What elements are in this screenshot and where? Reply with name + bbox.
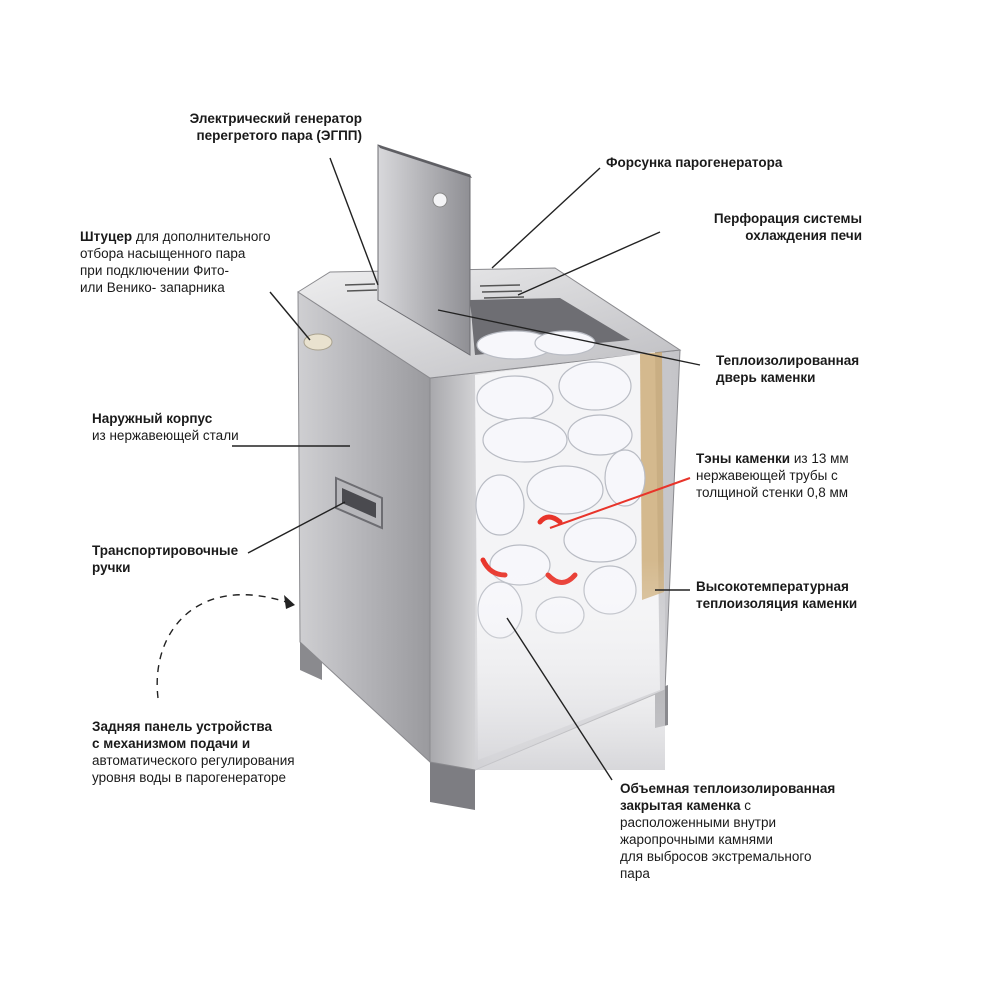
label-back-panel: Задняя панель устройства с механизмом по…	[92, 718, 295, 786]
label-body: Наружный корпус из нержавеющей стали	[92, 410, 239, 444]
label-body-line2: из нержавеющей стали	[92, 428, 239, 443]
label-stones-line1: Объемная теплоизолированная	[620, 781, 836, 796]
label-heaters-line3: толщиной стенки 0,8 мм	[696, 485, 849, 500]
label-stones-line2-bold: закрытая каменка	[620, 798, 741, 813]
leader-lines	[156, 157, 701, 781]
transport-handle	[335, 476, 383, 530]
label-door-line1: Теплоизолированная	[716, 353, 860, 368]
label-insulation: Высокотемпературная теплоизоляция каменк…	[696, 578, 857, 612]
label-handles: Транспортировочные ручки	[92, 542, 238, 576]
label-door-line2: дверь каменки	[716, 370, 816, 385]
label-body-line1: Наружный корпус	[92, 411, 213, 426]
leader-heaters	[549, 477, 691, 529]
leader-egpp	[329, 157, 379, 286]
leader-door	[437, 309, 701, 366]
label-back-line4: уровня воды в парогенераторе	[92, 770, 286, 785]
insulated-door-lid	[377, 144, 472, 356]
label-heaters-bold: Тэны каменки	[696, 451, 791, 466]
leader-nozzle	[491, 167, 601, 269]
label-fitting: Штуцер для дополнительного отбора насыще…	[80, 228, 271, 296]
label-back-line3: автоматического регулирования	[92, 753, 295, 768]
label-nozzle-line1: Форсунка парогенератора	[606, 155, 783, 170]
label-fitting-line3: при подключении Фито-	[80, 263, 229, 278]
label-perforation: Перфорация системы охлаждения печи	[640, 210, 862, 244]
leader-handles	[247, 501, 346, 554]
label-fitting-line4: или Венико- запарника	[80, 280, 225, 295]
back-panel-arrow	[156, 594, 296, 699]
label-egpp-line1: Электрический генератор	[189, 111, 362, 126]
label-heaters-line2: нержавеющей трубы с	[696, 468, 838, 483]
label-egpp: Электрический генератор перегретого пара…	[120, 110, 362, 144]
label-insulation-line1: Высокотемпературная	[696, 579, 849, 594]
label-stones-line6: пара	[620, 866, 650, 881]
label-door: Теплоизолированная дверь каменки	[716, 352, 859, 386]
label-stones: Объемная теплоизолированная закрытая кам…	[620, 780, 835, 882]
label-back-line2: с механизмом подачи и	[92, 736, 251, 751]
label-fitting-line1: для дополнительного	[132, 229, 271, 244]
label-fitting-line2: отбора насыщенного пара	[80, 246, 246, 261]
label-heaters-line1: из 13 мм	[790, 451, 849, 466]
leader-fitting	[269, 291, 311, 341]
label-perforation-line1: Перфорация системы	[713, 211, 862, 226]
label-heaters: Тэны каменки из 13 мм нержавеющей трубы …	[696, 450, 849, 501]
label-back-line1: Задняя панель устройства	[92, 719, 272, 734]
back-panel-arrowhead	[284, 595, 295, 609]
label-handles-line1: Транспортировочные	[92, 543, 239, 558]
label-stones-line5: для выбросов экстремального	[620, 849, 812, 864]
label-handles-line2: ручки	[92, 560, 131, 575]
label-fitting-bold: Штуцер	[80, 229, 133, 244]
label-nozzle: Форсунка парогенератора	[606, 154, 782, 171]
label-stones-line3: расположенными внутри	[620, 815, 777, 830]
leader-stones	[506, 617, 613, 781]
stone-chamber	[475, 330, 665, 770]
steam-fitting	[303, 333, 333, 351]
label-insulation-line2: теплоизоляция каменки	[696, 596, 858, 611]
label-stones-line2: с	[740, 798, 752, 813]
label-egpp-line2: перегретого пара (ЭГПП)	[196, 128, 362, 143]
insulation-layer	[640, 352, 664, 600]
perforation-slots	[344, 283, 525, 299]
leader-perforation	[517, 231, 661, 296]
label-stones-line4: жаропрочными камнями	[620, 832, 773, 847]
label-perforation-line2: охлаждения печи	[745, 228, 862, 243]
